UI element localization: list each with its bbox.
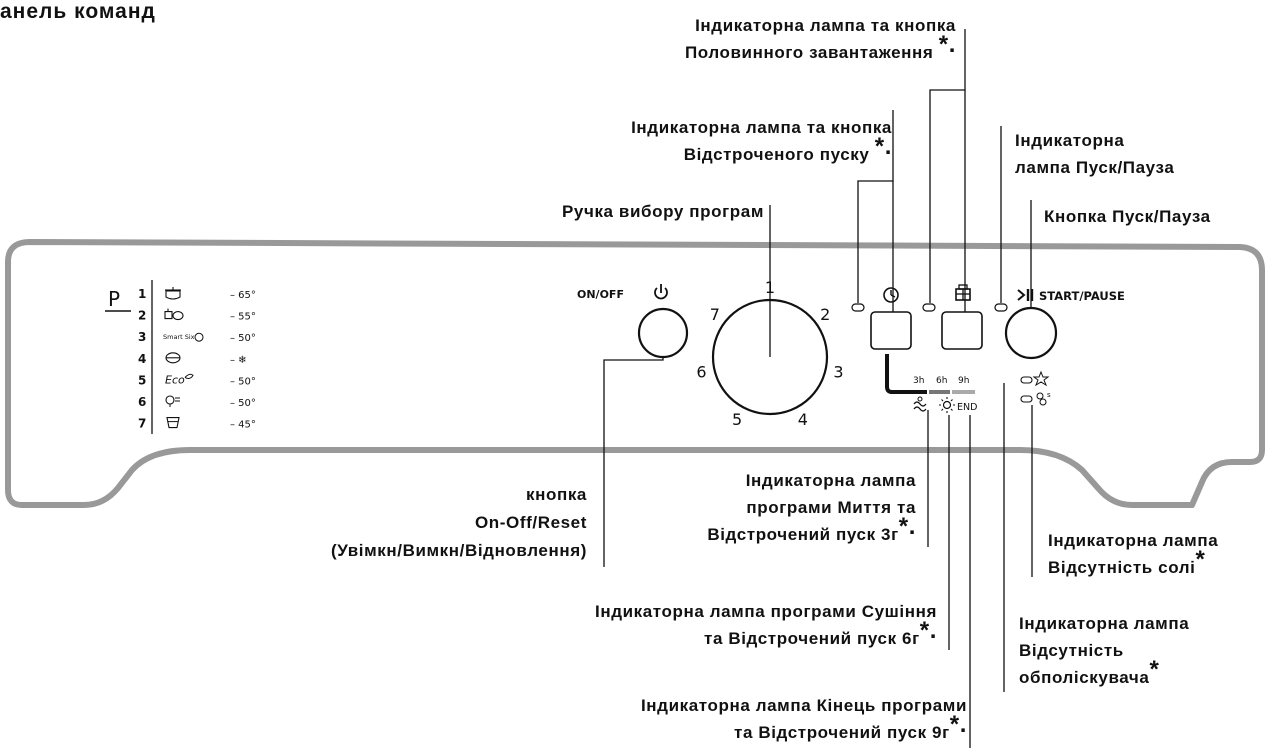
dial-number: 3 <box>833 363 843 382</box>
eco-text: Eco <box>165 373 185 386</box>
label-end-lamp: Індикаторна лампа Кінець програми та Від… <box>640 696 967 742</box>
leader-onoff <box>603 357 664 567</box>
delay-mark-3h: 3h <box>913 376 924 386</box>
label-rinse-lamp: Індикаторна лампа Відсутність обполіскув… <box>1019 614 1190 687</box>
diagram-title: анель команд <box>0 0 156 23</box>
program-row: 6 – 50° <box>138 395 256 409</box>
leader-half-load <box>929 29 966 303</box>
delay-progress-group: 3h 6h 9h END <box>885 354 977 413</box>
onoff-button[interactable] <box>637 307 689 359</box>
cup-icon <box>166 417 180 429</box>
clock-icon <box>883 287 899 303</box>
program-letter: P <box>108 287 120 311</box>
power-icon <box>654 284 668 300</box>
program-number: 2 <box>138 309 146 323</box>
program-row: 7 – 45° <box>138 417 256 431</box>
label-dry-lamp: Індикаторна лампа програми Сушіння та Ві… <box>595 602 937 648</box>
label-start-pause-lamp: Індикаторна лампа Пуск/Пауза <box>1015 131 1175 177</box>
label-program-knob: Ручка вибору програм <box>561 202 764 221</box>
program-temperature: – ❄ <box>230 355 247 366</box>
svg-text:s: s <box>1047 391 1051 399</box>
dial-number: 2 <box>820 305 830 324</box>
start-pause-text: START/PAUSE <box>1039 289 1125 303</box>
start-pause-button[interactable] <box>1004 306 1058 360</box>
salt-lamp <box>1020 395 1033 403</box>
plate-icon <box>165 352 181 364</box>
onoff-text: ON/OFF <box>577 288 624 301</box>
program-temperature: – 50° <box>230 398 256 409</box>
leader-delay-start <box>857 110 894 303</box>
delay-mark-6h: 6h <box>936 376 947 386</box>
program-number: 5 <box>138 373 146 387</box>
delay-mark-9h: 9h <box>958 376 969 386</box>
smart-six-icon: Smart Six <box>163 332 204 342</box>
program-temperature: – 65° <box>230 290 256 301</box>
program-number: 1 <box>138 287 146 301</box>
dial-number: 7 <box>710 305 720 324</box>
program-temperature: – 50° <box>230 376 256 387</box>
program-row: 3 Smart Six – 50° <box>138 330 256 344</box>
end-text: END <box>957 402 977 413</box>
half-load-lamp <box>922 303 936 312</box>
smart-six-text: Smart Six <box>163 333 195 341</box>
wash-icon <box>913 396 927 412</box>
panel-outline <box>5 239 1265 508</box>
start-pause-lamp <box>994 303 1008 312</box>
delay-start-group <box>851 287 912 350</box>
program-temperature: – 45° <box>230 420 256 431</box>
rinse-aid-icon <box>1032 370 1050 387</box>
program-row: 4 – ❄ <box>138 352 247 366</box>
dial-number: 6 <box>696 363 706 382</box>
program-number: 4 <box>138 352 146 366</box>
label-onoff-button: кнопка On-Off/Reset (Увімкн/Вимкн/Віднов… <box>330 485 587 560</box>
label-delay-start: Індикаторна лампа та кнопка Відстроченог… <box>631 118 892 164</box>
half-load-button[interactable] <box>941 311 983 350</box>
onoff-group: ON/OFF <box>577 284 689 359</box>
delay-lamp <box>851 303 865 312</box>
warning-lamps: s <box>1020 370 1051 406</box>
pots-icon <box>164 308 184 321</box>
salt-icon: s <box>1036 391 1051 406</box>
delay-start-button[interactable] <box>870 311 912 350</box>
program-row: 2 – 55° <box>138 308 256 323</box>
program-number: 6 <box>138 395 146 409</box>
program-temperature: – 55° <box>230 312 256 323</box>
start-pause-group: START/PAUSE <box>994 289 1125 360</box>
dry-sun-icon <box>939 397 955 413</box>
eco-icon: Eco <box>165 373 194 386</box>
dial-number: 5 <box>732 410 742 429</box>
program-temperature: – 50° <box>230 333 256 344</box>
program-row: 1 – 65° <box>138 287 256 301</box>
delay-bracket <box>885 354 912 394</box>
label-wash-lamp: Індикаторна лампа програми Миття та Відс… <box>707 471 916 544</box>
glasses-icon <box>165 395 180 407</box>
half-load-icon <box>955 284 971 301</box>
label-salt-lamp: Індикаторна лампа Відсутність солі* <box>1048 531 1219 577</box>
half-load-group <box>922 284 983 350</box>
program-list: P 1 – 65° 2 – 55° 3 Smart Six – 50° 4 – ❄ 5 Eco – 5… <box>105 280 256 434</box>
dial-number: 4 <box>798 410 808 429</box>
leader-lines <box>603 29 1033 748</box>
play-pause-icon <box>1017 289 1034 301</box>
label-start-pause-button: Кнопка Пуск/Пауза <box>1044 207 1211 226</box>
program-row: 5 Eco – 50° <box>138 373 256 387</box>
program-number: 3 <box>138 330 146 344</box>
rinse-aid-lamp <box>1020 376 1033 384</box>
pot-icon <box>165 287 181 300</box>
label-half-load: Індикаторна лампа та кнопка Половинного … <box>684 16 956 62</box>
program-number: 7 <box>138 417 146 431</box>
